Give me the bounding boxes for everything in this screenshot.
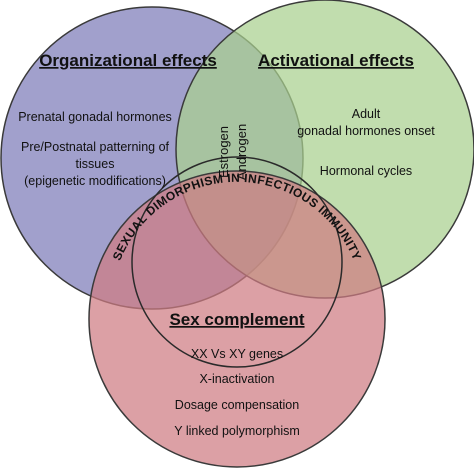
sex-complement-item: Dosage compensation	[175, 398, 299, 412]
sex-complement-title: Sex complement	[169, 310, 304, 329]
activational-item: Adult	[352, 107, 381, 121]
center-circle	[131, 156, 343, 368]
organizational-item: Prenatal gonadal hormones	[18, 110, 172, 124]
organizational-title: Organizational effects	[39, 51, 217, 70]
organizational-item: Pre/Postnatal patterning of	[21, 140, 170, 154]
organizational-item: (epigenetic modifications)	[24, 174, 166, 188]
sex-complement-item: Y linked polymorphism	[174, 424, 300, 438]
overlap-label-estrogen: Estrogen	[216, 126, 231, 178]
sex-complement-circle	[88, 170, 386, 468]
activational-item: Hormonal cycles	[320, 164, 412, 178]
activational-title: Activational effects	[258, 51, 414, 70]
sex-complement-item: XX Vs XY genes	[191, 347, 283, 361]
overlap-label-androgen: Androgen	[234, 124, 249, 180]
organizational-item: tissues	[76, 157, 115, 171]
sex-complement-item: X-inactivation	[199, 372, 274, 386]
activational-item: gonadal hormones onset	[297, 124, 435, 138]
